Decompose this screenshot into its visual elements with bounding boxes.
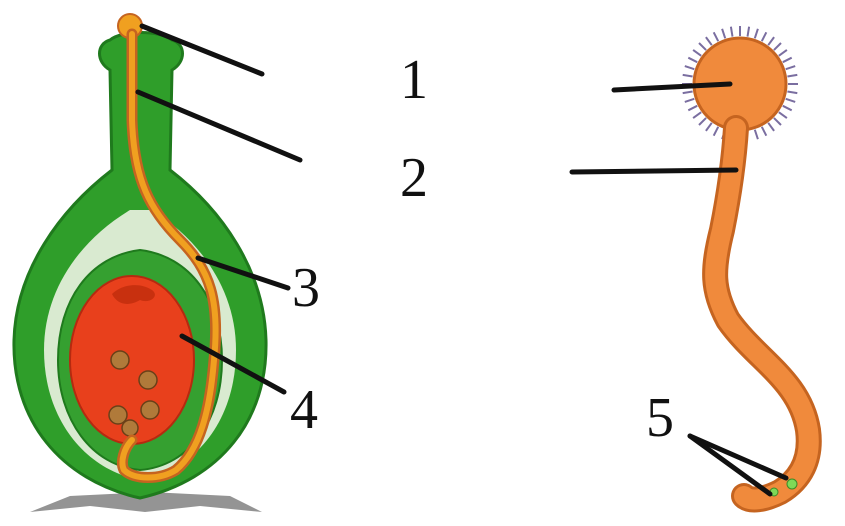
spine: [783, 106, 792, 111]
spine: [706, 37, 712, 45]
spine: [683, 92, 693, 94]
label-5: 5: [646, 387, 674, 449]
spine: [706, 123, 712, 131]
spine: [786, 66, 796, 69]
spine: [755, 29, 758, 39]
label-3: 3: [292, 257, 320, 319]
spine: [693, 112, 701, 118]
spine: [699, 43, 706, 50]
spine: [714, 32, 719, 41]
nucleus: [109, 406, 127, 424]
spine: [762, 127, 767, 136]
spine: [699, 118, 706, 125]
nucleus: [111, 351, 129, 369]
spine: [787, 92, 797, 94]
label-2: 2: [400, 147, 428, 209]
sperm-nucleus: [787, 479, 797, 489]
spine: [688, 58, 697, 63]
spine: [731, 27, 733, 37]
spine: [685, 99, 695, 102]
leader-line-2-right: [572, 170, 736, 172]
spine: [714, 127, 719, 136]
spine: [768, 37, 774, 45]
spine: [779, 50, 787, 56]
spine: [722, 29, 725, 39]
spine: [693, 50, 701, 56]
spine: [779, 112, 787, 118]
nucleus: [141, 401, 159, 419]
label-1: 1: [400, 49, 428, 111]
spine: [688, 106, 697, 111]
spine: [762, 32, 767, 41]
spine: [774, 118, 781, 125]
spine: [755, 130, 758, 140]
pollen-tube-fill: [715, 128, 809, 499]
spine: [787, 75, 797, 77]
spine: [786, 99, 796, 102]
nucleus: [139, 371, 157, 389]
pistil-figure: [14, 14, 266, 512]
spine: [685, 66, 695, 69]
spine: [774, 43, 781, 50]
spine: [783, 58, 792, 63]
spine: [748, 27, 750, 37]
label-4: 4: [290, 379, 318, 441]
pollen-figure: [682, 26, 809, 499]
nucleus: [122, 420, 138, 436]
spine: [683, 75, 693, 77]
spine: [768, 123, 774, 131]
